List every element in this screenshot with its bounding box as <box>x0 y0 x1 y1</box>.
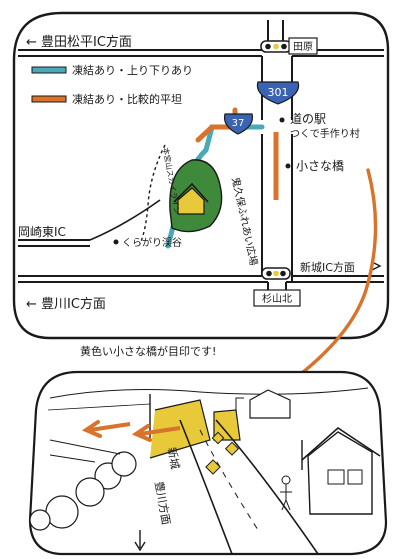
traffic-signal-sugiyama <box>261 267 291 280</box>
house-drawing <box>301 426 381 515</box>
traffic-signal-tahara <box>260 40 292 53</box>
small-bridge-dot <box>285 163 291 169</box>
label-sugiyama-kita: 杉山北 <box>262 292 292 305</box>
michi-no-eki-dot <box>279 117 285 123</box>
label-south-road: ← 豊川IC方面 <box>26 296 106 312</box>
label-kuragari: くらがり渓谷 <box>122 236 182 249</box>
route-37-label: 37 <box>232 118 245 129</box>
forest-hill <box>169 159 223 233</box>
label-north-road: ← 豊田松平IC方面 <box>26 34 132 50</box>
east-arrow-icon <box>371 261 382 271</box>
kuragari-dot <box>113 239 119 245</box>
route-37-badge: 37 <box>223 113 254 135</box>
callout-text: 黄色い小さな橋が目印です! <box>80 344 216 358</box>
label-small-bridge: 小さな橋 <box>296 159 344 173</box>
route-301-road <box>261 20 293 282</box>
scene-illustration: 新城 豊川方面 <box>28 370 388 556</box>
scene-frame <box>28 370 388 556</box>
label-west-road: 岡崎東IC <box>18 225 66 239</box>
label-tahara: 田原 <box>293 41 313 53</box>
north-road <box>18 49 384 57</box>
sign-line-1: 新城 <box>165 446 183 470</box>
legend-label-orange: 凍結あり・比較的平坦 <box>72 92 182 106</box>
sugiyama-box <box>253 289 301 307</box>
label-east-road: 新城IC方面 <box>300 260 355 274</box>
route-301-badge: 301 <box>256 81 300 105</box>
legend-swatch-teal <box>31 66 67 74</box>
legend-swatch-orange <box>31 95 67 103</box>
legend-label-teal: 凍結あり・上り下りあり <box>72 63 193 77</box>
legend: 凍結あり・上り下りあり 凍結あり・比較的平坦 <box>31 63 193 106</box>
skyline-road <box>139 144 166 245</box>
pointer-arrow <box>280 168 378 390</box>
route-301-label: 301 <box>268 86 289 99</box>
west-road <box>18 199 161 247</box>
label-michi-no-eki-2: つくで手作り村 <box>290 127 360 140</box>
tahara-box <box>288 37 318 55</box>
down-arrow-icon <box>134 530 146 552</box>
label-michi-no-eki-1: 道の駅 <box>290 112 326 126</box>
yellow-bridge-right <box>213 409 241 441</box>
